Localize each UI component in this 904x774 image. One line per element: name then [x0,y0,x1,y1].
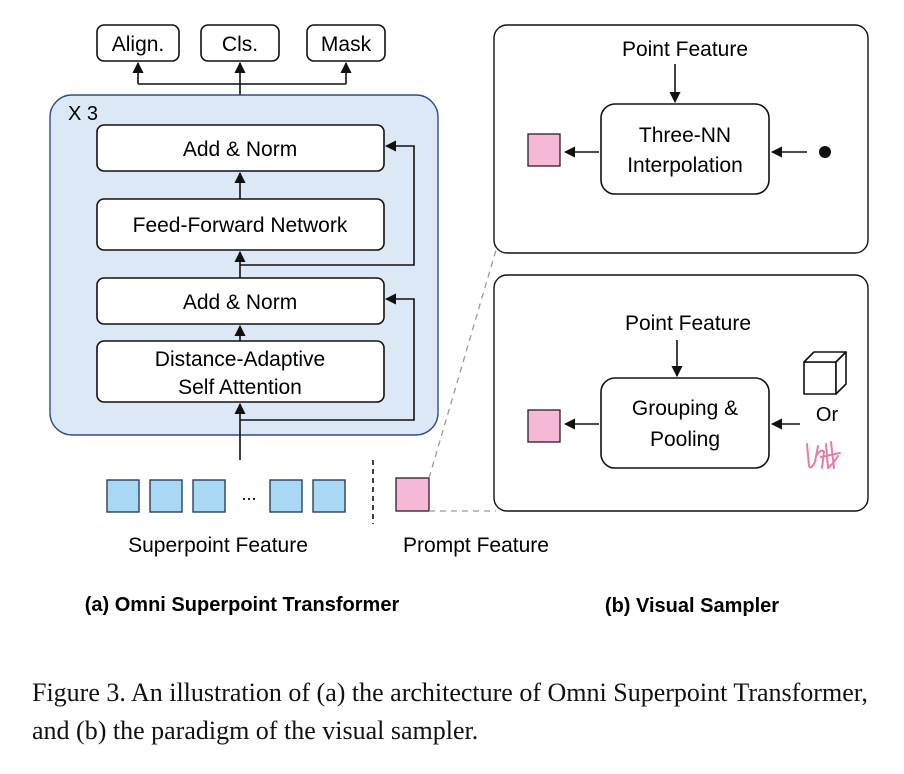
sampled-feature-square-top [527,133,561,167]
output-mask-label: Mask [321,33,372,56]
add-norm-top-box: Add & Norm [96,124,385,172]
superpoint-ellipsis: ... [241,484,256,504]
grouping-label-line1: Grouping & [632,397,738,420]
add-norm-bottom-box: Add & Norm [96,277,385,325]
sampler-top-arrows [563,64,807,158]
grouping-label-line2: Pooling [650,428,720,451]
prompt-feature-label: Prompt Feature [403,534,549,557]
or-label: Or [816,404,839,426]
transformer-arrows [234,140,415,460]
sampled-feature-square-bottom [527,409,561,443]
figure-caption: Figure 3. An illustration of (a) the arc… [32,678,868,745]
architecture-diagram: Align. Cls. Mask X 3 Add & Norm Feed-For… [49,24,869,617]
grouping-pooling-box: Grouping & Pooling [600,377,770,469]
box-prompt-cube-icon [803,351,847,395]
sampler-top-input-label: Point Feature [622,38,748,61]
self-attention-label-line2: Self Attention [178,376,302,399]
superpoint-feature-label: Superpoint Feature [128,534,308,557]
point-prompt-dot [819,146,831,158]
scribble-prompt-icon [806,441,841,469]
feed-forward-box: Feed-Forward Network [96,198,385,251]
output-align-label: Align. [112,33,165,56]
three-nn-interpolation-box: Three-NN Interpolation [600,103,770,195]
prompt-feature-square [395,477,430,512]
feed-forward-label: Feed-Forward Network [133,214,348,237]
panel-b-title: (b) Visual Sampler [605,595,779,617]
superpoint-square [269,479,303,513]
repeat-label: X 3 [68,103,98,125]
sampler-bottom-input-label: Point Feature [625,312,751,335]
superpoint-square [149,479,183,513]
prompt-connector-lines [428,249,497,512]
sampler-bottom-arrows [563,340,800,430]
superpoint-feature-squares [106,479,346,513]
self-attention-box: Distance-Adaptive Self Attention [96,340,385,403]
superpoint-square [312,479,346,513]
output-arrows [132,61,352,124]
output-cls-label: Cls. [222,33,258,56]
output-align-box: Align. [96,24,180,62]
add-norm-bottom-label: Add & Norm [183,291,297,314]
panel-a-title: (a) Omni Superpoint Transformer [85,594,400,616]
superpoint-square [106,479,140,513]
add-norm-top-label: Add & Norm [183,138,297,161]
three-nn-label-line2: Interpolation [627,154,743,177]
output-mask-box: Mask [306,24,386,62]
three-nn-label-line1: Three-NN [639,124,731,147]
superpoint-square [192,479,226,513]
self-attention-label-line1: Distance-Adaptive [155,348,325,371]
output-cls-box: Cls. [200,24,280,62]
